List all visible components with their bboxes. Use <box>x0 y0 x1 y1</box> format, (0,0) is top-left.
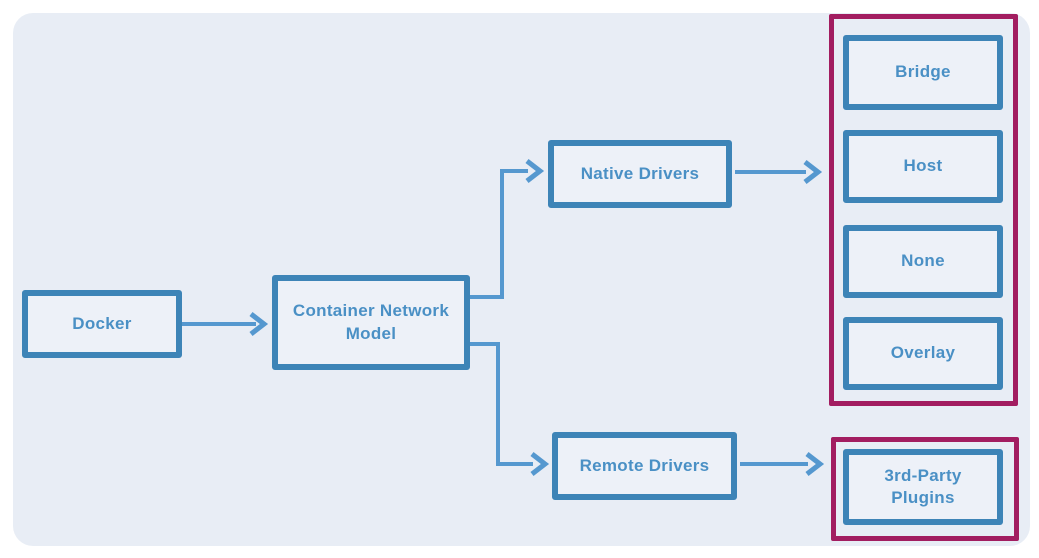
edge-cnm-remote <box>470 342 550 476</box>
node-native-drivers: Native Drivers <box>548 140 732 208</box>
edge-cnm-remote-arrowhead-icon <box>530 452 550 476</box>
node-host: Host <box>843 130 1003 203</box>
node-bridge-label: Bridge <box>895 62 951 82</box>
node-overlay: Overlay <box>843 317 1003 390</box>
node-host-label: Host <box>903 156 943 176</box>
edge-docker-cnm <box>182 312 269 336</box>
node-docker-label: Docker <box>72 313 132 333</box>
edge-cnm-remote-line <box>470 342 533 466</box>
node-container-network-model-label: Container Network Model <box>292 301 450 343</box>
node-none: None <box>843 225 1003 298</box>
edge-cnm-native <box>470 159 545 299</box>
node-bridge: Bridge <box>843 35 1003 110</box>
edge-cnm-native-arrowhead-icon <box>525 159 545 183</box>
edge-native-group <box>735 160 823 184</box>
node-none-label: None <box>901 251 945 271</box>
edge-remote-group-arrowhead-icon <box>805 452 825 476</box>
node-overlay-label: Overlay <box>890 343 956 363</box>
node-native-drivers-label: Native Drivers <box>580 163 700 183</box>
edge-remote-group <box>740 452 825 476</box>
edge-native-group-arrowhead-icon <box>803 160 823 184</box>
node-3rd-party-plugins-label: 3rd-Party Plugins <box>884 465 962 507</box>
edge-docker-cnm-arrowhead-icon <box>249 312 269 336</box>
node-3rd-party-plugins: 3rd-Party Plugins <box>843 449 1003 525</box>
remote-drivers-group <box>831 437 1019 541</box>
node-docker: Docker <box>22 290 182 358</box>
node-remote-drivers-label: Remote Drivers <box>579 455 710 475</box>
edge-cnm-native-line <box>470 169 528 299</box>
node-remote-drivers: Remote Drivers <box>552 432 737 500</box>
node-container-network-model: Container Network Model <box>272 275 470 370</box>
native-drivers-group <box>829 14 1018 406</box>
